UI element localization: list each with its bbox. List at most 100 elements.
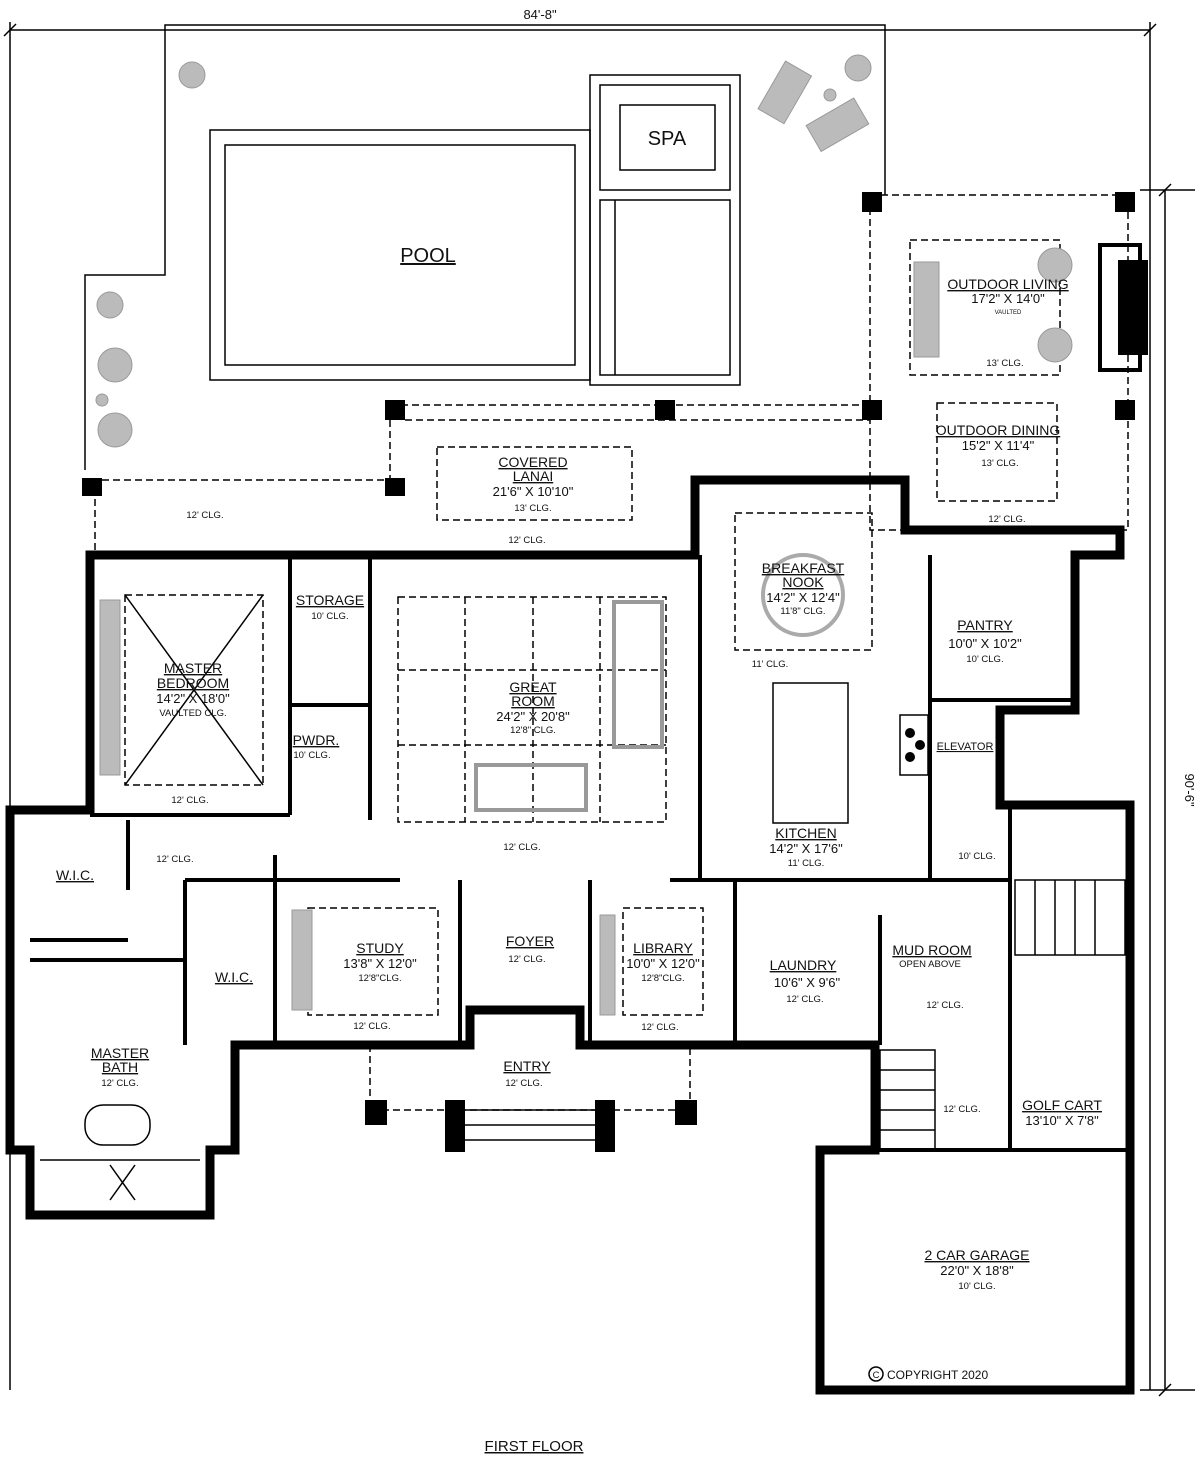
library-rug — [622, 907, 704, 1016]
room-garage: 2 CAR GARAGE 22'0" X 18'8" 10' CLG. — [924, 1247, 1029, 1292]
master-bed — [99, 599, 121, 776]
ceiling-note: 12' CLG. — [353, 1021, 390, 1032]
room-name: GOLF CART — [1022, 1097, 1102, 1113]
room-kitchen: KITCHEN 14'2" X 17'6" 11' CLG. — [769, 825, 843, 869]
room-size: 13'8" X 12'0" — [343, 956, 417, 971]
room-ceiling: 11' CLG. — [788, 858, 825, 869]
room-mud-room: MUD ROOM OPEN ABOVE — [892, 942, 971, 970]
room-wic-1: W.I.C. — [56, 867, 94, 883]
room-ceiling: 10' CLG. — [958, 1281, 995, 1292]
room-size: 10'0" X 12'0" — [626, 956, 700, 971]
outdoor-dining-rug — [936, 402, 1058, 502]
room-ceiling: 10' CLG. — [966, 654, 1003, 665]
room-name: ROOM — [511, 693, 555, 709]
spa: SPA — [589, 74, 741, 386]
room-powder: PWDR. 10' CLG. — [293, 732, 340, 761]
room-pantry: PANTRY 10'0" X 10'2" 10' CLG. — [948, 617, 1022, 665]
breakfast-nook-ceiling — [734, 512, 873, 651]
fireplace-hearth — [1118, 260, 1148, 355]
room-size: 22'0" X 18'8" — [940, 1263, 1014, 1278]
room-elevator: ELEVATOR — [937, 741, 994, 753]
room-ceiling: 12'8"CLG. — [358, 973, 401, 984]
garage-stairs — [879, 879, 1126, 1151]
ceiling-note: 10' CLG. — [958, 851, 995, 862]
room-ceiling: 12'8"CLG. — [641, 973, 684, 984]
ceiling-note: 11' CLG. — [752, 659, 789, 670]
room-size: 14'2" X 17'6" — [769, 841, 843, 856]
room-name: PWDR. — [293, 732, 340, 748]
master-bedroom-tray — [124, 594, 264, 786]
room-name: LIBRARY — [633, 940, 693, 956]
great-room-sectional — [474, 763, 588, 812]
room-size: 13'10" X 7'8" — [1025, 1113, 1099, 1128]
room-ceiling: 12' CLG. — [505, 1078, 542, 1089]
ceiling-note: 12' CLG. — [186, 510, 223, 521]
room-name: OUTDOOR DINING — [936, 422, 1060, 438]
room-breakfast-nook: BREAKFAST NOOK 14'2" X 12'4" 11'8" CLG. — [762, 560, 845, 617]
room-foyer: FOYER 12' CLG. — [506, 933, 554, 965]
ceiling-note: 12' CLG. — [503, 842, 540, 853]
room-storage: STORAGE 10' CLG. — [296, 592, 364, 622]
library-bench — [599, 914, 616, 1016]
room-great-room: GREAT ROOM 24'2" X 20'8" 12'8" CLG. — [496, 679, 570, 736]
room-ceiling: 11'8" CLG. — [780, 606, 825, 617]
room-ceiling: 10' CLG. — [311, 611, 348, 622]
study-sofa — [291, 909, 313, 1011]
room-name: BATH — [102, 1059, 138, 1075]
room-note: OPEN ABOVE — [899, 959, 961, 970]
room-covered-lanai: COVERED LANAI 21'6" X 10'10" 13' CLG. — [493, 454, 574, 514]
room-name: 2 CAR GARAGE — [924, 1247, 1029, 1263]
room-name: MASTER — [91, 1045, 149, 1061]
room-size: 24'2" X 20'8" — [496, 709, 570, 724]
room-size: 15'2" X 11'4" — [962, 438, 1035, 453]
outdoor-chair — [1037, 247, 1073, 283]
outdoor-furniture — [95, 54, 872, 448]
ceiling-note: 12' CLG. — [156, 854, 193, 865]
room-ceiling: 10' CLG. — [293, 750, 330, 761]
plan-title: FIRST FLOOR — [485, 1438, 584, 1455]
room-size: 14'2" X 18'0" — [156, 691, 230, 706]
room-name: MASTER — [164, 660, 222, 676]
room-master-bath: MASTER BATH 12' CLG. — [91, 1045, 149, 1089]
room-ceiling: 13' CLG. — [986, 358, 1023, 369]
room-name: KITCHEN — [775, 825, 836, 841]
copyright-text: COPYRIGHT 2020 — [887, 1368, 988, 1382]
room-name: OUTDOOR LIVING — [947, 276, 1068, 292]
room-name: ENTRY — [503, 1058, 551, 1074]
room-name: FOYER — [506, 933, 554, 949]
great-room-coffered-ceiling — [397, 596, 667, 823]
room-name: STUDY — [356, 940, 404, 956]
kitchen-island — [772, 682, 849, 824]
room-outdoor-dining: OUTDOOR DINING 15'2" X 11'4" 13' CLG. — [936, 422, 1060, 469]
room-name: BREAKFAST — [762, 560, 845, 576]
room-ceiling: 12' CLG. — [508, 954, 545, 965]
pool-deck-outline — [84, 24, 886, 470]
room-ceiling: VAULTED CLG. — [159, 708, 226, 719]
room-name: GREAT — [509, 679, 557, 695]
depth-dimension: 90'-6" — [1140, 183, 1197, 1397]
bathtub — [84, 1104, 151, 1146]
ceiling-note: 12' CLG. — [641, 1022, 678, 1033]
spa-label: SPA — [648, 128, 687, 150]
room-size: 10'6" X 9'6" — [774, 975, 841, 990]
ceiling-notes: 12' CLG. 12' CLG. 12' CLG. 12' CLG. 12' … — [156, 510, 1025, 1115]
room-name: PANTRY — [957, 617, 1013, 633]
room-study: STUDY 13'8" X 12'0" 12'8"CLG. — [343, 940, 417, 984]
copyright: C COPYRIGHT 2020 — [868, 1366, 988, 1382]
ceiling-note: 12' CLG. — [508, 535, 545, 546]
room-name: COVERED — [498, 454, 567, 470]
room-name: LAUNDRY — [770, 957, 837, 973]
room-name: LANAI — [513, 468, 553, 484]
room-wic-2: W.I.C. — [215, 969, 253, 985]
ceiling-note: 12' CLG. — [171, 795, 208, 806]
pool-label: POOL — [400, 245, 456, 267]
pool: POOL — [209, 129, 591, 381]
room-note: VAULTED — [995, 310, 1022, 316]
room-entry: ENTRY 12' CLG. — [503, 1058, 551, 1089]
room-name: NOOK — [782, 574, 824, 590]
ceiling-note: 12' CLG. — [988, 514, 1025, 525]
room-name: MUD ROOM — [892, 942, 971, 958]
room-ceiling: 13' CLG. — [981, 458, 1018, 469]
width-dimension: 84'-8" — [3, 7, 1157, 1390]
ceiling-note: 12' CLG. — [926, 1000, 963, 1011]
